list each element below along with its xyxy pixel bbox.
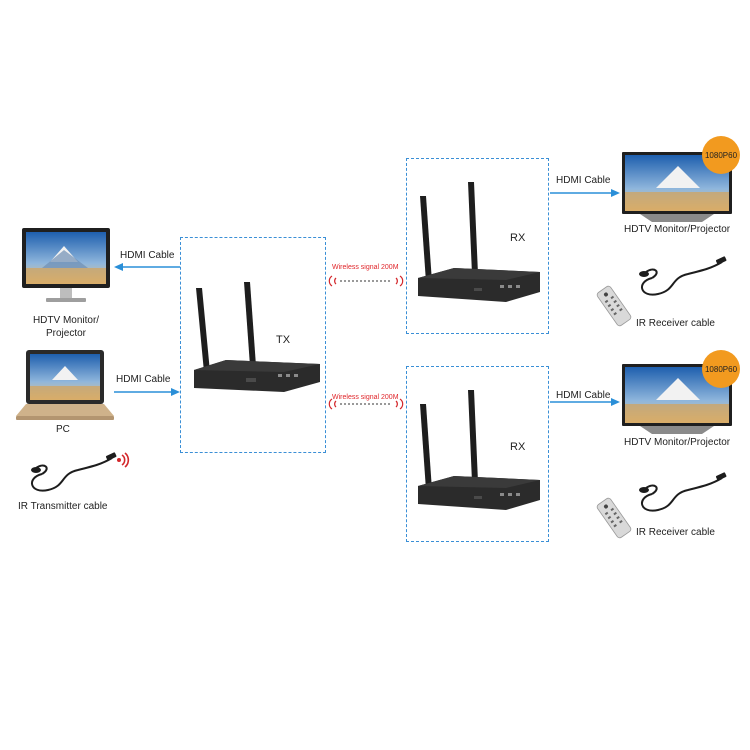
monitor-icon	[22, 228, 110, 302]
rx-top-box	[406, 158, 549, 334]
rx-bottom-cable-icon	[639, 472, 727, 512]
rx-top-cable-label: HDMI Cable	[556, 175, 611, 186]
pc-arrow	[114, 388, 180, 396]
rx-bottom-ir-label: IR Receiver cable	[636, 527, 715, 538]
rx-top-ir-label: IR Receiver cable	[636, 318, 715, 329]
rx-bottom-remote-icon	[596, 497, 632, 539]
rx-bottom-badge: 1080P60	[702, 350, 740, 388]
left-monitor-label-line1: HDTV Monitor/	[32, 315, 100, 326]
rx-bottom-monitor-label: HDTV Monitor/Projector	[624, 437, 731, 448]
rx-bottom-label: RX	[510, 441, 526, 453]
left-monitor-cable-label: HDMI Cable	[120, 250, 175, 261]
laptop-icon	[16, 350, 114, 420]
router-icon	[194, 282, 320, 392]
rx-bottom-box	[406, 366, 549, 542]
rx-bottom-cable-label: HDMI Cable	[556, 390, 611, 401]
wifi-signal-icon	[117, 452, 130, 468]
left-monitor-arrow	[114, 263, 180, 271]
left-monitor-label: HDTV Monitor/ Projector	[18, 314, 114, 340]
rx-top-remote-icon	[596, 285, 632, 327]
rx-top-device	[418, 182, 540, 302]
pc-label: PC	[56, 424, 70, 435]
rx-top-label: RX	[510, 232, 526, 244]
left-monitor-label-line2: Projector	[45, 328, 86, 339]
wireless-bottom-link	[328, 398, 404, 410]
rx-top-cable-icon	[639, 256, 727, 296]
rx-top-badge: 1080P60	[702, 136, 740, 174]
rx-top-monitor-label: HDTV Monitor/Projector	[624, 224, 731, 235]
wireless-bottom-label: Wireless signal 200M	[332, 394, 399, 401]
cable-icon	[31, 452, 117, 492]
pc-cable-label: HDMI Cable	[116, 374, 171, 385]
wireless-top-label: Wireless signal 200M	[332, 264, 399, 271]
rx-bottom-device	[418, 390, 540, 510]
wireless-top-link	[328, 275, 404, 287]
rx-bottom-arrow	[550, 398, 620, 406]
tx-box	[180, 237, 326, 453]
tx-label: TX	[276, 334, 291, 346]
ir-transmitter-label: IR Transmitter cable	[18, 501, 108, 512]
rx-top-arrow	[550, 189, 620, 197]
